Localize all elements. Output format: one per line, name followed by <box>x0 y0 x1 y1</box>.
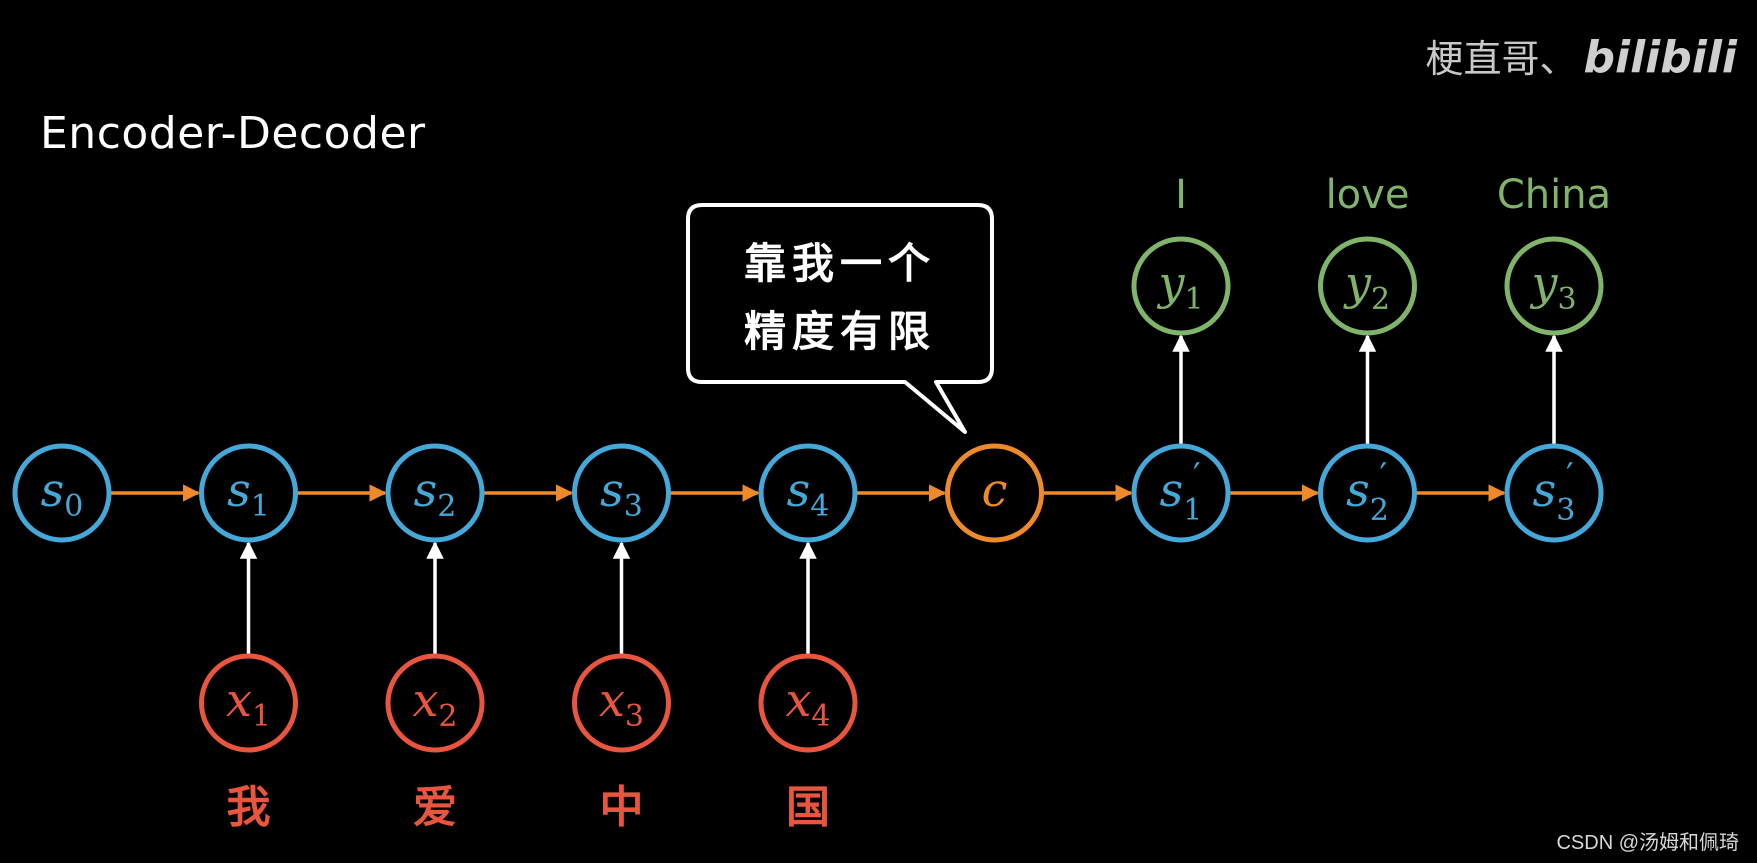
decoder-state-node-2-label: s2 <box>1346 463 1389 528</box>
encoder-state-node-0-circle <box>12 443 112 543</box>
output-node-y1-label: y1 <box>1156 256 1203 317</box>
decoder-state-node-3-prime: ′ <box>1566 456 1574 496</box>
input-word-2: 爱 <box>413 782 457 833</box>
encoder-state-node-0-label: s0 <box>41 463 84 524</box>
bilibili-logo: bilibili <box>1583 32 1737 83</box>
input-node-x2: x2 <box>385 653 485 753</box>
csdn-credit: CSDN @汤姆和佩琦 <box>1556 832 1739 854</box>
output-node-y1-circle <box>1131 236 1231 336</box>
decoder-state-node-1-circle <box>1131 443 1231 543</box>
input-word-1: 我 <box>227 782 271 833</box>
decoder-state-node-3-label: s3 <box>1533 463 1576 528</box>
encoder-state-node-3: s3 <box>572 443 671 543</box>
output-word-1: I <box>1175 172 1187 218</box>
output-node-y3-label: y3 <box>1529 256 1576 317</box>
speech-bubble-shape <box>686 203 994 434</box>
context-node-c: c <box>945 443 1044 543</box>
input-node-x2-label: x2 <box>412 673 457 734</box>
decoder-state-node-2-circle <box>1318 443 1417 543</box>
decoder-state-node-3-circle <box>1504 443 1604 543</box>
decoder-state-node-1-prime: ′ <box>1193 456 1201 496</box>
input-node-x3-circle <box>572 653 671 753</box>
input-node-x4-label: x4 <box>785 673 830 734</box>
output-node-y2-circle <box>1318 236 1417 336</box>
input-node-x4-circle <box>758 653 858 753</box>
input-node-x3-label: x3 <box>599 673 644 734</box>
input-word-4: 国 <box>786 782 830 833</box>
output-word-2: love <box>1326 172 1410 218</box>
speech-bubble-line-1: 靠我一个 <box>744 239 936 288</box>
output-node-y2: y2 <box>1318 236 1417 336</box>
watermark-author: 梗直哥、 <box>1425 37 1578 81</box>
input-node-x3: x3 <box>572 653 671 753</box>
encoder-state-node-0: s0 <box>12 443 112 543</box>
decoder-state-node-2-prime: ′ <box>1380 456 1388 496</box>
speech-bubble-line-2: 精度有限 <box>744 307 936 356</box>
input-node-x1-circle <box>199 653 298 753</box>
speech-bubble: 靠我一个 精度有限 <box>686 203 994 434</box>
arrows-layer <box>111 334 1563 654</box>
encoder-state-node-1-circle <box>199 443 298 543</box>
encoder-state-node-2-label: s2 <box>414 463 457 524</box>
encoder-state-node-1: s1 <box>199 443 298 543</box>
output-word-3: China <box>1497 172 1611 218</box>
decoder-state-node-2: s2′ <box>1318 443 1417 543</box>
decoder-state-node-3: s3′ <box>1504 443 1604 543</box>
encoder-state-node-1-label: s1 <box>227 463 270 524</box>
input-node-x1-label: x1 <box>226 673 271 734</box>
context-node-c-circle <box>945 443 1044 543</box>
output-node-y3: y3 <box>1504 236 1604 336</box>
encoder-state-node-2-circle <box>385 443 485 543</box>
encoder-state-node-2: s2 <box>385 443 485 543</box>
diagram-title: Encoder-Decoder <box>40 108 426 159</box>
decoder-state-node-1: s1′ <box>1131 443 1231 543</box>
output-node-y1: y1 <box>1131 236 1231 336</box>
input-node-x1: x1 <box>199 653 298 753</box>
encoder-state-node-4-circle <box>758 443 858 543</box>
context-node-c-label: c <box>982 463 1008 517</box>
input-node-x2-circle <box>385 653 485 753</box>
decoder-state-node-1-label: s1 <box>1160 463 1203 528</box>
input-node-x4: x4 <box>758 653 858 753</box>
watermark: 梗直哥、bilibili <box>1426 28 1738 83</box>
output-node-y3-circle <box>1504 236 1604 336</box>
encoder-state-node-4-label: s4 <box>787 463 830 524</box>
encoder-state-node-3-label: s3 <box>600 463 643 524</box>
output-node-y2-label: y2 <box>1343 256 1390 317</box>
encoder-state-node-4: s4 <box>758 443 858 543</box>
encoder-state-node-3-circle <box>572 443 671 543</box>
input-word-3: 中 <box>600 782 644 833</box>
